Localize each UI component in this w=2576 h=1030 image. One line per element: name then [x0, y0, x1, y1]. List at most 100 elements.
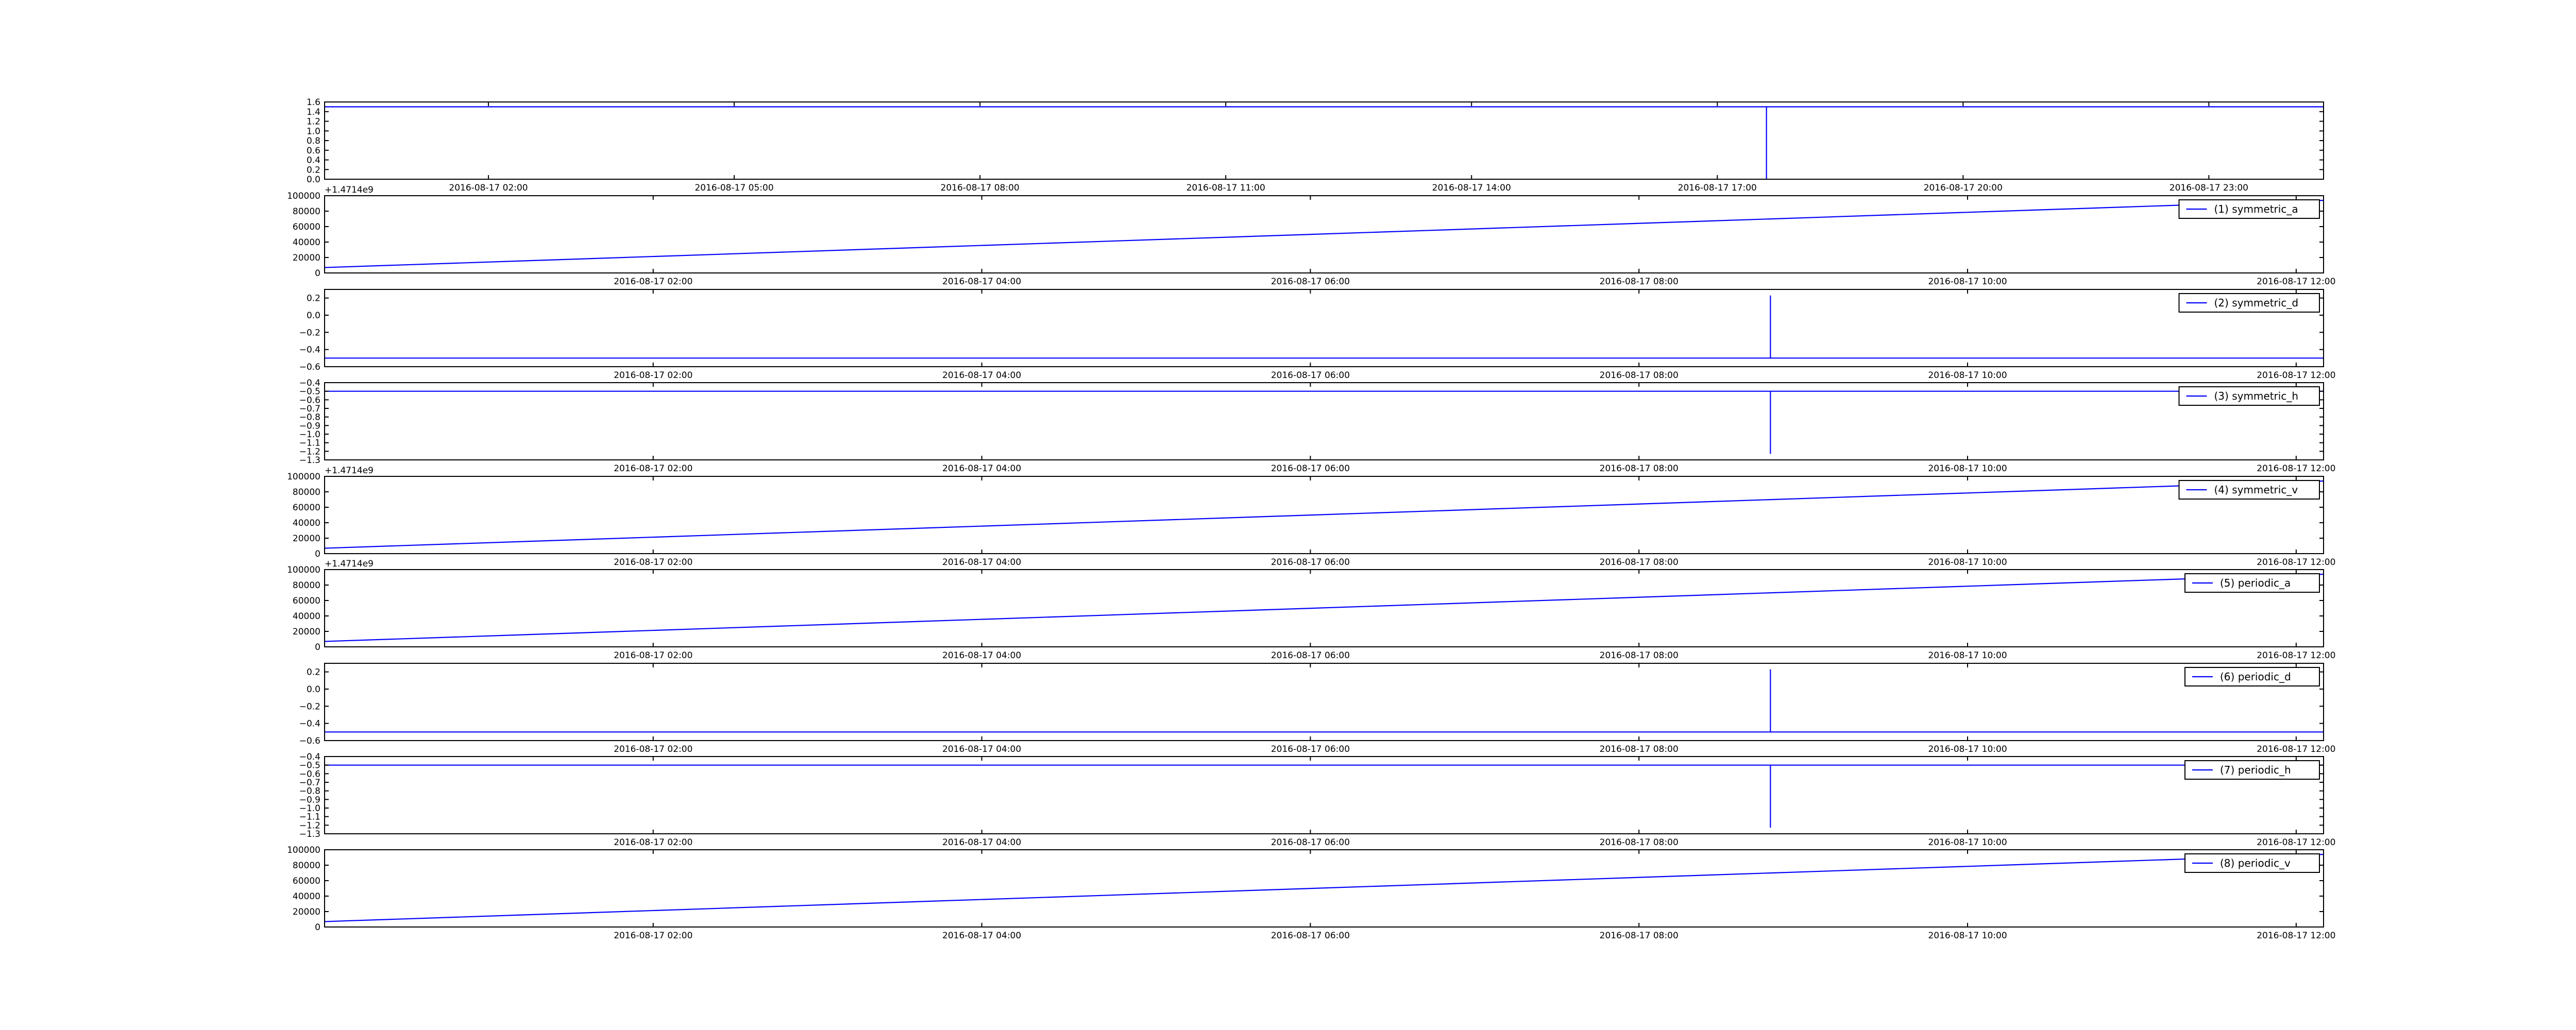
x-tick-label: 2016-08-17 02:00	[449, 183, 528, 193]
chart-panel-3: 2016-08-17 02:00 2016-08-17 04:00 2016-08-…	[299, 289, 2335, 381]
y-tick-label: 0.0	[307, 175, 320, 185]
y-tick-label: −1.3	[299, 829, 320, 839]
x-tick-label: 2016-08-17 06:00	[1271, 277, 1350, 287]
legend: (8) periodic_v	[2184, 853, 2320, 873]
x-tick-label: 2016-08-17 04:00	[942, 370, 1021, 381]
series-line-1	[325, 669, 2324, 733]
x-tick-label: 2016-08-17 02:00	[614, 744, 692, 754]
x-tick-label: 2016-08-17 05:00	[694, 183, 773, 193]
chart-panel-1: 2016-08-17 02:00 2016-08-17 05:00 2016-08-…	[307, 97, 2324, 193]
y-tick-label: 60000	[293, 503, 320, 513]
y-tick-label: −0.6	[299, 395, 320, 405]
y-tick-label: −0.6	[299, 769, 320, 779]
x-tick-label: 2016-08-17 06:00	[1271, 370, 1350, 381]
y-tick-label: −0.4	[299, 719, 320, 729]
y-tick-label: −0.9	[299, 795, 320, 805]
x-tick-label: 2016-08-17 04:00	[942, 837, 1021, 848]
y-tick-label: 0.0	[307, 684, 320, 695]
x-tick-label: 2016-08-17 12:00	[2257, 650, 2335, 661]
x-tick-label: 2016-08-17 04:00	[942, 557, 1021, 568]
y-tick-label: −1.2	[299, 820, 320, 831]
axes-frame	[324, 756, 2324, 834]
x-tick-label: 2016-08-17 08:00	[941, 183, 1020, 193]
y-tick-label: 40000	[293, 237, 320, 248]
x-tick-label: 2016-08-17 08:00	[1600, 370, 1679, 381]
x-tick-label: 2016-08-17 10:00	[1928, 277, 2007, 287]
x-tick-label: 2016-08-17 20:00	[1924, 183, 2003, 193]
x-tick-label: 2016-08-17 12:00	[2257, 931, 2335, 941]
y-tick-label: 100000	[287, 845, 320, 855]
legend-label: (6) periodic_d	[2220, 671, 2291, 683]
y-tick-label: 0.6	[307, 146, 320, 156]
legend-label: (3) symmetric_h	[2214, 390, 2299, 402]
legend-label: (7) periodic_h	[2220, 764, 2291, 776]
y-tick-label: −0.4	[299, 752, 320, 762]
chart-panels: 2016-08-17 02:00 2016-08-17 05:00 2016-08-…	[287, 97, 2335, 941]
x-tick-label: 2016-08-17 14:00	[1432, 183, 1511, 193]
y-tick-label: 60000	[293, 222, 320, 232]
y-tick-label: 20000	[293, 907, 320, 917]
y-tick-label: 0	[315, 922, 320, 933]
y-tick-label: 0.0	[307, 311, 320, 321]
y-tick-label: 80000	[293, 861, 320, 871]
x-tick-label: 2016-08-17 08:00	[1600, 744, 1679, 754]
series-line-1	[325, 106, 2324, 179]
x-tick-label: 2016-08-17 06:00	[1271, 650, 1350, 661]
x-tick-label: 2016-08-17 12:00	[2257, 277, 2335, 287]
x-tick-label: 2016-08-17 10:00	[1928, 837, 2007, 848]
x-tick-label: 2016-08-17 02:00	[614, 370, 692, 381]
axes-frame	[324, 663, 2324, 741]
axis-offset-label: +1.4714e9	[325, 466, 374, 476]
y-tick-label: 80000	[293, 580, 320, 591]
y-tick-label: 0	[315, 642, 320, 653]
series-line-1	[325, 764, 2324, 828]
x-tick-label: 2016-08-17 02:00	[614, 277, 692, 287]
y-tick-label: 40000	[293, 518, 320, 528]
y-tick-label: −1.0	[299, 430, 320, 440]
y-tick-label: −0.4	[299, 345, 320, 355]
axes-frame	[324, 476, 2324, 554]
x-tick-label: 2016-08-17 12:00	[2257, 464, 2335, 474]
y-tick-label: 40000	[293, 891, 320, 902]
y-tick-label: 0.2	[307, 294, 320, 304]
legend: (5) periodic_a	[2184, 573, 2320, 593]
x-tick-label: 2016-08-17 12:00	[2257, 837, 2335, 848]
y-tick-label: 20000	[293, 627, 320, 637]
y-tick-label: 20000	[293, 253, 320, 263]
y-tick-label: 40000	[293, 611, 320, 622]
y-tick-label: −0.2	[299, 701, 320, 712]
y-tick-label: 1.0	[307, 126, 320, 136]
y-tick-label: −1.1	[299, 812, 320, 822]
axis-offset-label: +1.4714e9	[325, 559, 374, 569]
x-tick-label: 2016-08-17 06:00	[1271, 464, 1350, 474]
y-tick-label: −0.8	[299, 413, 320, 423]
x-tick-label: 2016-08-17 10:00	[1928, 931, 2007, 941]
y-tick-label: 20000	[293, 534, 320, 544]
legend: (4) symmetric_v	[2178, 480, 2320, 500]
x-tick-label: 2016-08-17 12:00	[2257, 744, 2335, 754]
x-tick-label: 2016-08-17 08:00	[1600, 837, 1679, 848]
y-tick-label: −0.5	[299, 387, 320, 397]
x-tick-label: 2016-08-17 10:00	[1928, 557, 2007, 568]
y-tick-label: −0.2	[299, 328, 320, 338]
legend-label: (8) periodic_v	[2220, 857, 2291, 869]
legend-label: (5) periodic_a	[2220, 577, 2291, 589]
series-line-1	[324, 853, 2324, 922]
x-tick-label: 2016-08-17 17:00	[1678, 183, 1757, 193]
y-tick-label: −0.4	[299, 378, 320, 388]
legend-label: (4) symmetric_v	[2214, 484, 2298, 496]
y-tick-label: 1.2	[307, 117, 320, 127]
x-tick-label: 2016-08-17 10:00	[1928, 370, 2007, 381]
x-tick-label: 2016-08-17 08:00	[1600, 277, 1679, 287]
x-tick-label: 2016-08-17 04:00	[942, 931, 1021, 941]
x-tick-label: 2016-08-17 04:00	[942, 650, 1021, 661]
x-tick-label: 2016-08-17 12:00	[2257, 557, 2335, 568]
y-tick-label: 100000	[287, 472, 320, 482]
y-tick-label: 80000	[293, 207, 320, 217]
